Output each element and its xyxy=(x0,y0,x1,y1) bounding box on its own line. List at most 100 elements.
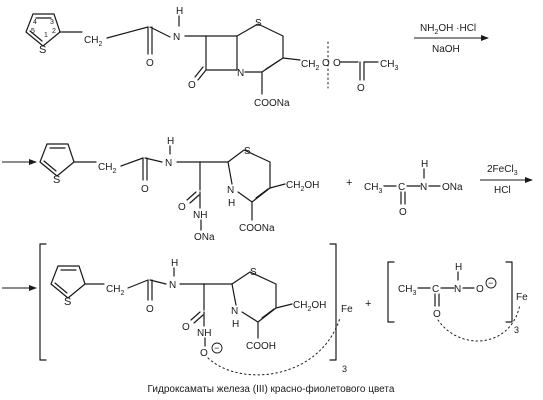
thiazine-ring xyxy=(236,23,284,73)
coordination-arc-right xyxy=(437,303,521,342)
atom-c: C xyxy=(398,182,405,193)
reagent-hydroxylamine: NH2OH ·HCl xyxy=(420,23,476,36)
atom-o: O xyxy=(322,58,330,69)
atom-s: S xyxy=(250,267,257,278)
bond xyxy=(282,57,301,61)
atom-s: S xyxy=(53,174,60,186)
atom-o: O xyxy=(188,80,196,91)
atom-ch2: CH2 xyxy=(106,284,124,297)
atom-o-minus: O xyxy=(476,284,484,295)
atom-o: O xyxy=(182,322,190,333)
atom-n: N xyxy=(237,68,244,79)
atom-o: O xyxy=(333,58,341,69)
left-bracket-close xyxy=(329,243,337,361)
atom-n: N xyxy=(227,185,234,196)
atom-h: H xyxy=(171,258,178,269)
atom-o: O xyxy=(399,207,407,218)
atom-n: N xyxy=(173,32,180,43)
atom-h: H xyxy=(167,136,174,147)
reagent-naoh: NaOH xyxy=(432,44,460,55)
reagent-fecl3: 2FeCl3 xyxy=(487,164,518,177)
atom-s: S xyxy=(244,146,251,157)
ring-double-bond xyxy=(265,59,281,70)
cephalothin-structure: 4 3 5 1 2 S CH2 O H N O N S COONa xyxy=(25,6,398,109)
atom-n: N xyxy=(231,306,238,317)
bond xyxy=(106,26,149,39)
bond xyxy=(241,311,259,323)
atom-o: O xyxy=(141,184,149,195)
iron-symbol: Fe xyxy=(341,304,353,315)
plus-sign: + xyxy=(346,177,352,189)
atom-o: O xyxy=(178,202,186,213)
carbonyl-bond xyxy=(189,194,200,204)
thiazine-ring-row3 xyxy=(231,271,277,323)
thiophene-ring-row2 xyxy=(39,143,75,177)
atom-ch2oh: CH2OH xyxy=(286,180,319,193)
atom-h: H xyxy=(232,319,239,330)
atom-n: N xyxy=(169,280,176,291)
atom-n: N xyxy=(420,182,427,193)
iron-acetohydroxamate: CH3 C O H N O − xyxy=(398,262,497,320)
atom-ona: ONa xyxy=(442,182,463,193)
plus-sign: + xyxy=(365,298,371,310)
sodium-acetohydroxamate: CH3 C O H N ONa xyxy=(364,159,463,218)
bond xyxy=(269,183,286,189)
atom-c: C xyxy=(432,284,439,295)
bond xyxy=(275,303,293,309)
thiophene-double-bond xyxy=(43,160,57,172)
atom-ch3: CH3 xyxy=(380,59,398,72)
hydroxamate-sodium-structure: S CH2 O H N O NH ONa S N H COONa xyxy=(39,136,319,243)
beta-lactam-ring xyxy=(205,35,238,71)
atom-o: O xyxy=(357,83,365,94)
atom-h: H xyxy=(228,198,235,209)
atom-ch2: CH2 xyxy=(301,59,319,72)
right-bracket-close xyxy=(505,261,513,323)
atom-s: S xyxy=(39,44,46,56)
bond xyxy=(149,26,171,38)
atom-ch2oh: CH2OH xyxy=(293,300,326,313)
atom-nh: NH xyxy=(197,328,211,339)
ring-number: 1 xyxy=(44,32,48,39)
atom-h: H xyxy=(176,6,183,17)
thiazine-ring-row2 xyxy=(227,149,271,203)
atom-ch2: CH2 xyxy=(98,162,116,175)
minus-sign: − xyxy=(214,343,219,353)
thiophene-double-bond xyxy=(29,30,43,42)
bond xyxy=(120,157,144,167)
thiophene-double-bond xyxy=(54,282,68,294)
reagent-hcl: HCl xyxy=(494,185,511,196)
atom-nh: NH xyxy=(193,210,207,221)
ring-double-bond xyxy=(261,308,275,319)
atom-o: O xyxy=(433,309,441,320)
atom-h: H xyxy=(455,262,462,273)
ring-number: 4 xyxy=(33,19,37,26)
reaction-arrow-2: 2FeCl3 HCl xyxy=(480,164,533,196)
carbonyl-bond xyxy=(186,191,197,201)
iron-hydroxamate-complex: S CH2 O H N O NH O − S N H COOH xyxy=(50,258,326,359)
negative-charge xyxy=(485,277,497,289)
ring-double-bond xyxy=(255,188,269,199)
subscript-3: 3 xyxy=(342,364,347,374)
atom-o: O xyxy=(146,304,154,315)
lactam-carbonyl xyxy=(194,66,204,78)
bond xyxy=(237,191,253,203)
subscript-3: 3 xyxy=(514,325,519,335)
reaction-arrow-1: NH2OH ·HCl NaOH xyxy=(414,23,489,55)
atom-cooh: COOH xyxy=(246,341,276,352)
thiophene-ring-row3 xyxy=(50,265,86,299)
ring-number: 3 xyxy=(50,19,54,26)
thiophene-ring-row1 xyxy=(25,13,61,47)
atom-s: S xyxy=(64,296,71,308)
lactam-carbonyl xyxy=(197,69,207,81)
atom-ch2: CH2 xyxy=(84,35,102,48)
carbonyl-bond xyxy=(193,314,204,324)
negative-charge xyxy=(211,342,223,354)
atom-n: N xyxy=(454,284,461,295)
atom-ona: ONa xyxy=(194,232,215,243)
bond xyxy=(149,279,167,285)
atom-n: N xyxy=(165,158,172,169)
atom-o-minus: O xyxy=(200,348,208,359)
carbonyl-bond xyxy=(190,311,201,321)
atom-coona: COONa xyxy=(239,223,275,234)
right-bracket-open xyxy=(387,261,395,323)
